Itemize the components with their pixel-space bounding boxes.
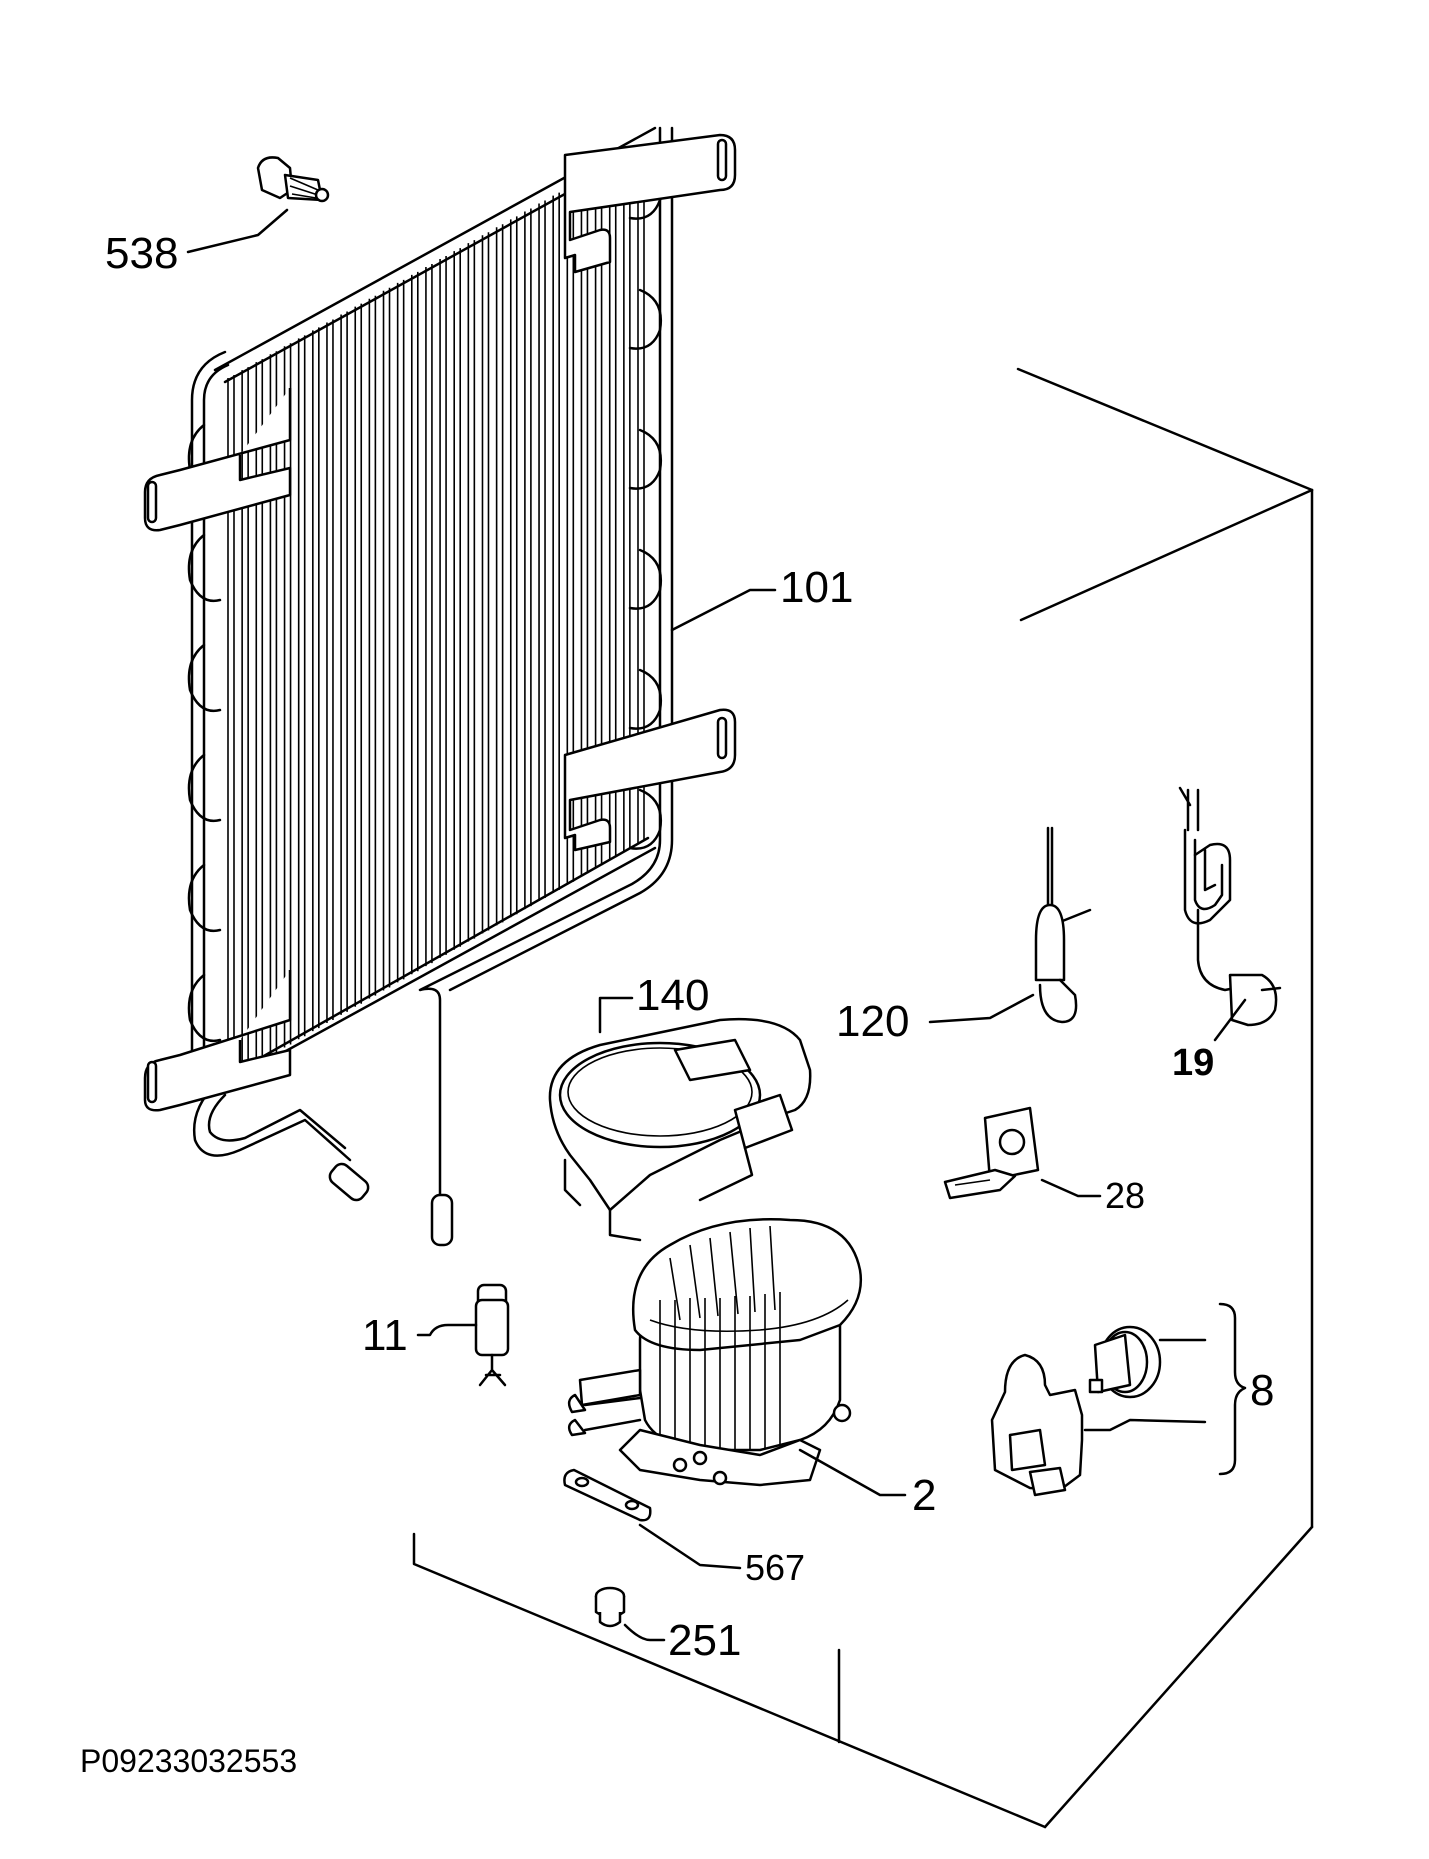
label-120: 120 <box>836 997 909 1046</box>
bracket-part <box>943 1106 1102 1200</box>
cabinet-outline <box>412 367 1314 1829</box>
relay-kit <box>990 1302 1247 1497</box>
mounting-plate <box>563 1468 742 1570</box>
label-11: 11 <box>362 1311 408 1360</box>
label-101: 101 <box>780 563 853 612</box>
clip-part <box>186 156 330 254</box>
label-140: 140 <box>636 971 709 1020</box>
label-567: 567 <box>745 1547 805 1588</box>
drawing-code: P09233032553 <box>80 1743 297 1779</box>
compressor <box>567 1218 907 1497</box>
label-28: 28 <box>1105 1175 1145 1216</box>
valve-part <box>416 1283 510 1387</box>
drip-tray <box>548 996 812 1242</box>
leader-101 <box>670 588 777 632</box>
label-538: 538 <box>105 229 178 278</box>
label-19: 19 <box>1172 1042 1214 1084</box>
label-8: 8 <box>1250 1366 1274 1415</box>
label-251: 251 <box>668 1616 741 1665</box>
filter-dryer <box>928 826 1092 1024</box>
grommet-part <box>594 1586 666 1642</box>
condenser <box>143 126 737 1247</box>
label-2: 2 <box>912 1471 936 1520</box>
power-cord <box>1178 786 1282 1042</box>
